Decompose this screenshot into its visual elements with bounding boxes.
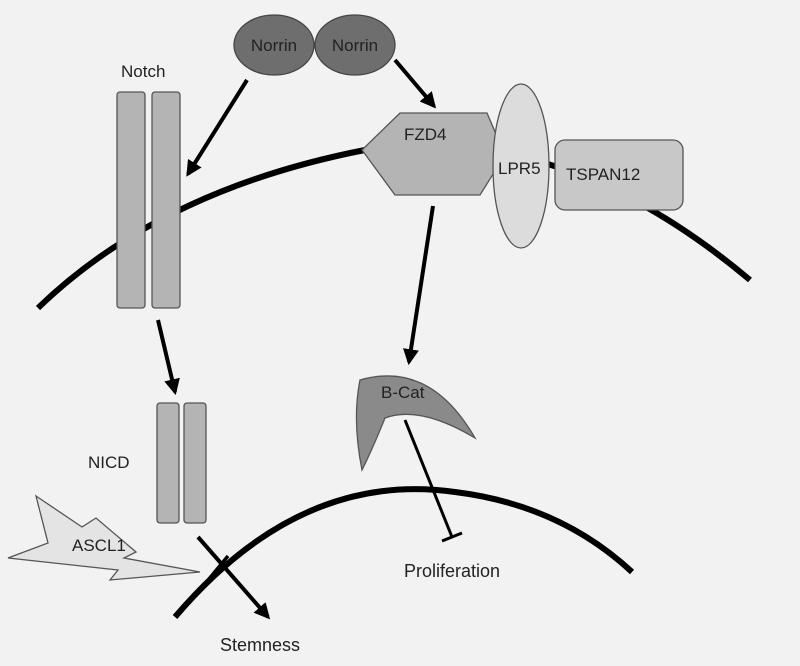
fzd4-receptor xyxy=(361,112,506,196)
notch-bar-right xyxy=(151,91,181,309)
notch-receptor xyxy=(116,91,181,309)
notch-bar-left xyxy=(116,91,146,309)
arrow-norrin-to-fzd4 xyxy=(393,58,437,109)
arrow-fzd4-to-bcat xyxy=(403,205,435,366)
fzd4-label: FZD4 xyxy=(404,125,447,144)
ascl1-label: ASCL1 xyxy=(72,536,126,555)
ascl1-factor xyxy=(7,494,201,581)
stemness-label: Stemness xyxy=(220,635,300,655)
bcat-protein xyxy=(355,375,477,472)
arrow-notch-to-nicd xyxy=(156,319,180,396)
norrin-left-label: Norrin xyxy=(251,36,297,55)
norrin-right-label: Norrin xyxy=(332,36,378,55)
norrin-right xyxy=(314,14,396,76)
ascl1-inhibition-cross xyxy=(202,554,230,587)
bcat-label: B-Cat xyxy=(381,383,425,402)
norrin-left xyxy=(233,14,315,76)
nuclear-membrane xyxy=(172,486,635,619)
nicd-label: NICD xyxy=(88,453,130,472)
lpr5-label: LPR5 xyxy=(498,159,541,178)
tspan12-protein xyxy=(554,139,684,211)
arrow-norrin-to-notch xyxy=(186,78,249,177)
nicd-bar-left xyxy=(156,402,180,524)
inhibition-bar xyxy=(441,531,463,543)
inhibition-bcat-to-proliferation xyxy=(403,419,454,538)
nicd-bar-right xyxy=(183,402,207,524)
notch-label: Notch xyxy=(121,62,165,81)
tspan12-label: TSPAN12 xyxy=(566,165,640,184)
nicd-fragment xyxy=(156,402,207,524)
lpr5-coreceptor xyxy=(492,83,550,249)
norrin-dimer: Norrin Norrin xyxy=(233,14,396,76)
arrow-nicd-to-stemness xyxy=(196,535,271,620)
proliferation-label: Proliferation xyxy=(404,561,500,581)
